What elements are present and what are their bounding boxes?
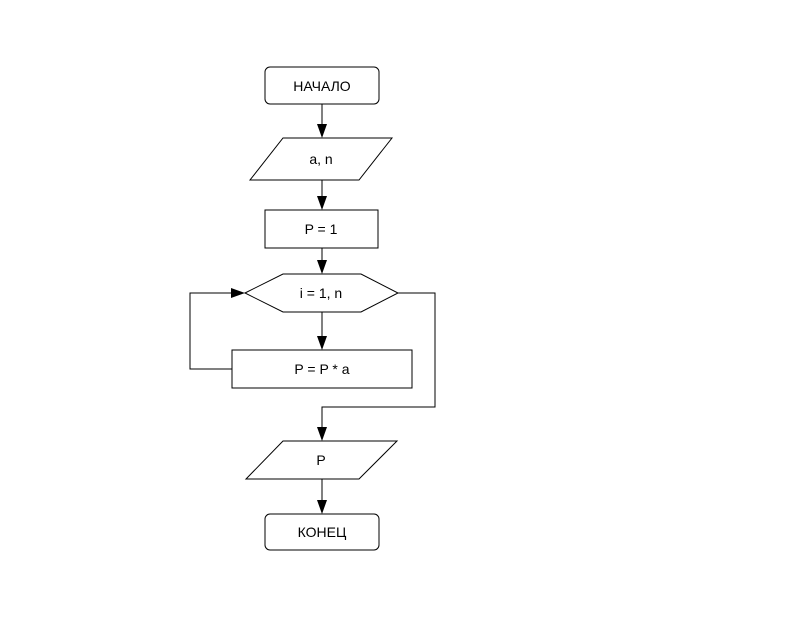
node-init: P = 1 bbox=[264, 209, 379, 249]
arrowhead-loop-body bbox=[317, 336, 327, 350]
arrowhead-input-init bbox=[317, 196, 327, 210]
start-terminator-shape bbox=[264, 66, 380, 105]
node-start: НАЧАЛО bbox=[264, 66, 380, 105]
node-loop: i = 1, n bbox=[243, 273, 400, 313]
output-label: P bbox=[316, 452, 325, 468]
output-parallelogram-shape bbox=[244, 440, 399, 480]
arrowhead-output-end bbox=[317, 500, 327, 514]
node-output: P bbox=[244, 440, 399, 480]
node-body: P = P * a bbox=[231, 349, 413, 389]
arrowhead-body-loop-back bbox=[231, 288, 245, 298]
input-label: a, n bbox=[309, 151, 332, 167]
body-label: P = P * a bbox=[294, 361, 349, 377]
init-label: P = 1 bbox=[305, 221, 338, 237]
arrowhead-start-input bbox=[317, 124, 327, 138]
edge-body-loop-back bbox=[189, 292, 232, 370]
connectors bbox=[189, 104, 436, 514]
init-process-shape bbox=[264, 209, 379, 249]
body-process-shape bbox=[231, 349, 413, 389]
node-input: a, n bbox=[248, 137, 394, 181]
end-label: КОНЕЦ bbox=[298, 524, 347, 540]
end-terminator-shape bbox=[264, 513, 380, 551]
edge-loop-exit-output bbox=[321, 292, 436, 427]
start-label: НАЧАЛО bbox=[293, 78, 351, 94]
input-parallelogram-shape bbox=[248, 137, 394, 181]
loop-label: i = 1, n bbox=[300, 285, 342, 301]
arrowhead-init-loop bbox=[317, 260, 327, 274]
node-end: КОНЕЦ bbox=[264, 513, 380, 551]
arrowhead-loop-exit-output bbox=[317, 427, 327, 441]
loop-hexagon-shape bbox=[243, 273, 400, 313]
